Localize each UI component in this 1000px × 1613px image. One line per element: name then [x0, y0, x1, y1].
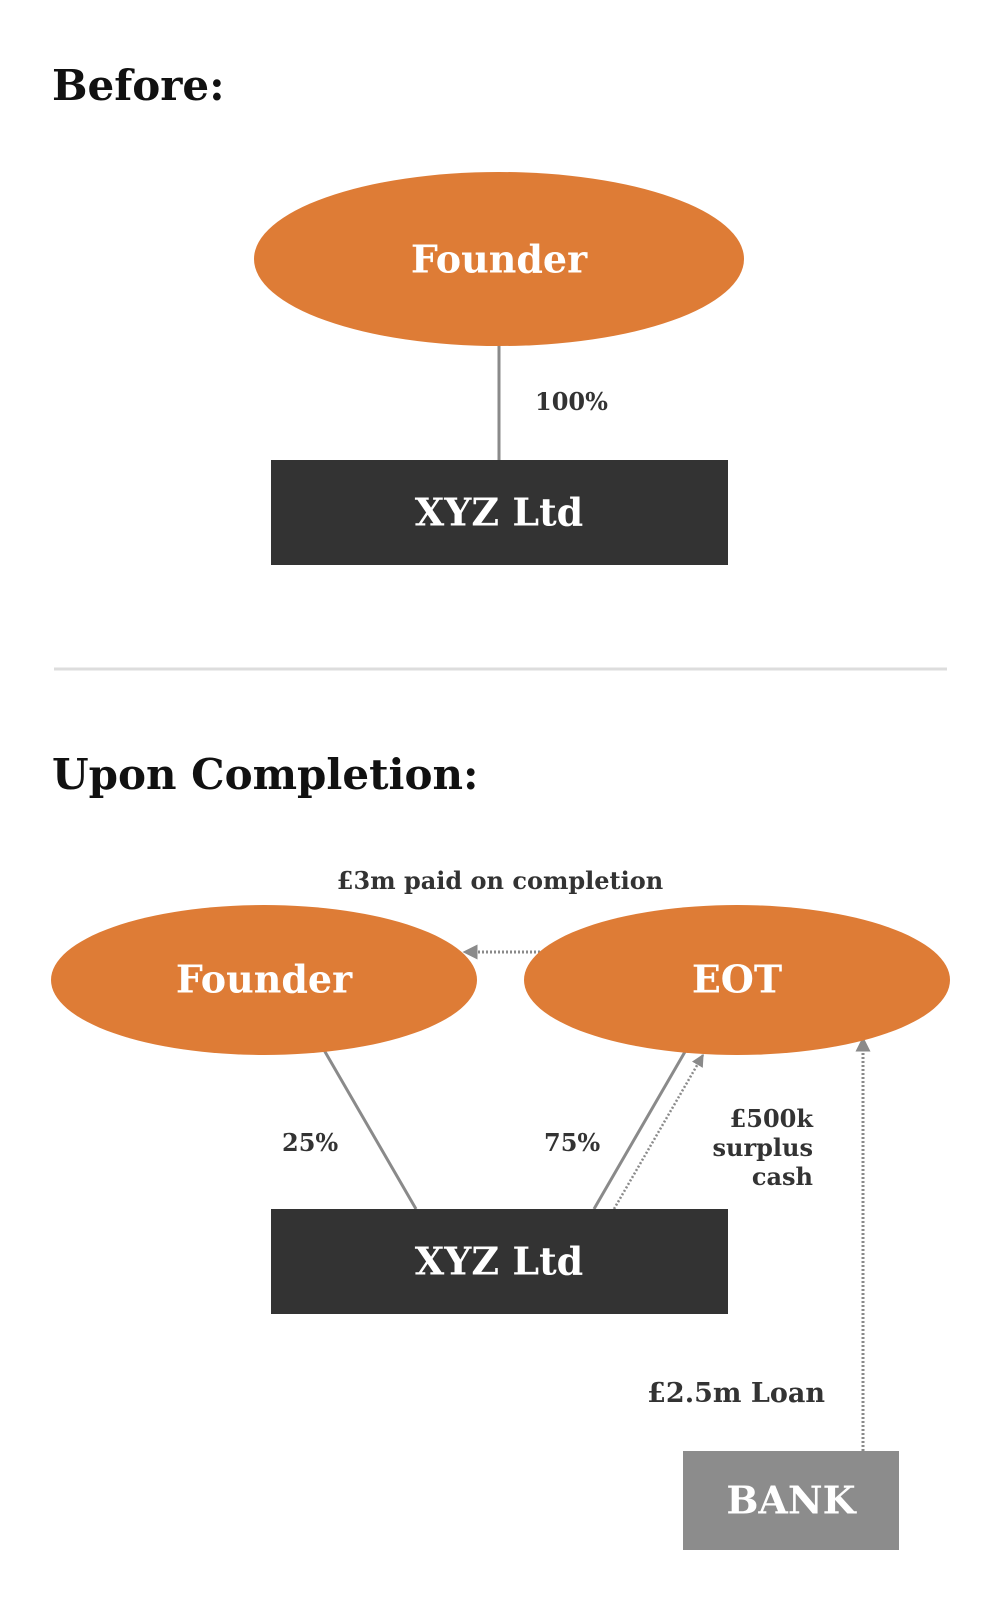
surplus-cash-label-line-1: £500k [730, 1104, 815, 1133]
before-company-node [271, 460, 728, 565]
before-founder-node [254, 172, 744, 346]
bank-label: BANK [726, 1478, 857, 1523]
before-founder-label: Founder [411, 237, 588, 282]
founder-ownership-label: 25% [282, 1128, 338, 1157]
before-ownership-label: 100% [535, 387, 608, 416]
eot-ownership-line [592, 1049, 688, 1210]
after-founder-node [51, 905, 477, 1055]
surplus-cash-label-line-3: cash [752, 1162, 813, 1191]
before-heading: Before: [52, 61, 225, 110]
surplus-cash-arrow [612, 1053, 705, 1210]
after-heading: Upon Completion: [52, 750, 479, 799]
eot-ownership-label: 75% [544, 1128, 600, 1157]
bank-node [683, 1451, 899, 1550]
eot-label: EOT [692, 957, 782, 1002]
eot-node [524, 905, 950, 1055]
founder-ownership-line [322, 1049, 418, 1210]
before-company-label: XYZ Ltd [415, 490, 583, 535]
loan-label: £2.5m Loan [647, 1378, 825, 1409]
surplus-cash-label-line-2: surplus [713, 1133, 813, 1162]
payment-label: £3m paid on completion [337, 866, 663, 895]
after-company-label: XYZ Ltd [415, 1239, 583, 1284]
after-company-node [271, 1209, 728, 1314]
after-founder-label: Founder [176, 957, 353, 1002]
